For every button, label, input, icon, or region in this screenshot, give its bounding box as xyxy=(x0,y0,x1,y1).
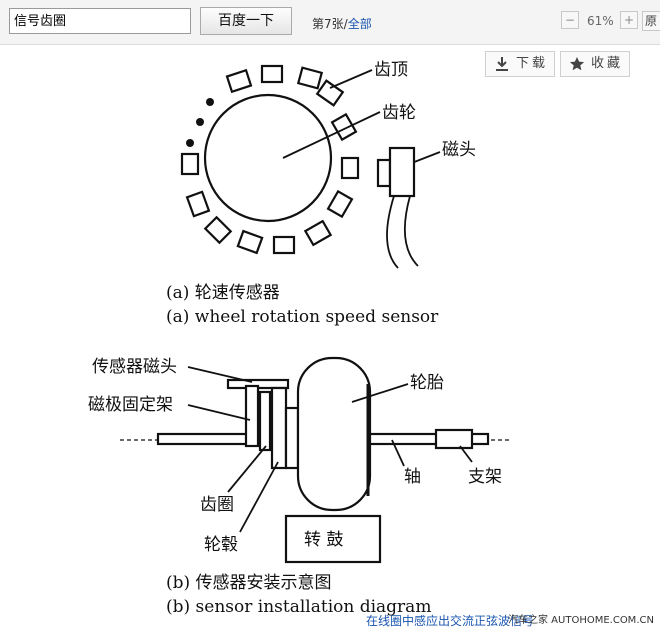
leader-support xyxy=(459,445,473,463)
label-support: 支架 xyxy=(468,467,502,487)
axle-left xyxy=(156,432,260,446)
favorite-label: 收藏 xyxy=(591,56,624,71)
leader-axle xyxy=(391,439,405,467)
label-tooth-top: 齿顶 xyxy=(374,60,408,80)
zoom-out-icon: − xyxy=(564,13,576,27)
caption-b-cn: (b) 传感器安装示意图 xyxy=(166,573,332,593)
leader-sensor-head xyxy=(187,366,253,383)
download-label: 下载 xyxy=(516,56,549,71)
support-bracket xyxy=(434,428,474,450)
image-counter: 第7张/全部 xyxy=(312,15,372,32)
label-axle: 轴 xyxy=(404,467,421,487)
leader-tone-ring xyxy=(227,445,267,493)
original-size-button[interactable]: 原 xyxy=(642,11,660,31)
tire xyxy=(296,356,372,512)
caption-a-en: (a) wheel rotation speed sensor xyxy=(166,307,439,327)
magnet-head-body xyxy=(388,146,416,198)
magnet-cable-1 xyxy=(386,195,399,269)
viewer-toolbar: 信号齿圈 百度一下 第7张/全部 − 61% + 原 xyxy=(0,0,660,45)
leader-tooth-top xyxy=(329,69,373,89)
label-drum: 转 鼓 xyxy=(304,530,343,550)
magnet-cable-2 xyxy=(403,195,419,267)
zoom-in-button[interactable]: + xyxy=(620,11,638,29)
site-watermark: 汽车之家 AUTOHOME.COM.CN xyxy=(508,615,654,626)
star-icon xyxy=(569,56,585,81)
drum-box xyxy=(284,514,382,564)
label-pole-bracket: 磁极固定架 xyxy=(88,395,173,415)
caption-b-en: (b) sensor installation diagram xyxy=(166,597,431,617)
leader-tire xyxy=(351,383,409,403)
gear-teeth xyxy=(180,64,360,255)
caption-a-cn: (a) 轮速传感器 xyxy=(166,283,280,303)
label-tire: 轮胎 xyxy=(410,373,444,393)
all-images-link[interactable]: 全部 xyxy=(347,17,372,31)
hub-plate xyxy=(270,386,288,470)
download-icon xyxy=(494,56,510,81)
caption-overlay-link[interactable]: 在线圈中感应出交流正弦波信号 xyxy=(366,614,535,628)
label-tone-ring: 齿圈 xyxy=(200,495,234,515)
search-input[interactable]: 信号齿圈 xyxy=(9,8,191,34)
zoom-out-button[interactable]: − xyxy=(561,11,579,29)
download-button[interactable]: 下载 xyxy=(485,51,555,77)
label-gear: 齿轮 xyxy=(382,103,416,123)
tone-ring xyxy=(258,390,272,452)
leader-hub xyxy=(239,461,279,533)
magnet-head-tip xyxy=(376,158,392,188)
zoom-in-icon: + xyxy=(623,13,635,27)
leader-pole-bracket xyxy=(187,404,251,421)
sensor-diagram: 齿顶 齿轮 磁头 (a) 轮速传感器 (a) wheel rotation sp… xyxy=(88,60,510,617)
search-button[interactable]: 百度一下 xyxy=(200,7,292,35)
omitted-teeth-dots xyxy=(186,98,214,147)
label-magnet-head: 磁头 xyxy=(442,140,476,160)
label-hub: 轮毂 xyxy=(204,535,238,555)
gear-wheel xyxy=(203,93,333,223)
zoom-level: 61% xyxy=(587,14,614,28)
label-sensor-head: 传感器磁头 xyxy=(92,357,177,377)
image-view: 齿顶 齿轮 磁头 (a) 轮速传感器 (a) wheel rotation sp… xyxy=(0,44,660,633)
leader-gear xyxy=(282,111,381,159)
pole-bracket xyxy=(244,384,260,448)
counter-prefix: 第7张/ xyxy=(312,17,348,31)
hub-flange xyxy=(284,406,300,470)
favorite-button[interactable]: 收藏 xyxy=(560,51,630,77)
